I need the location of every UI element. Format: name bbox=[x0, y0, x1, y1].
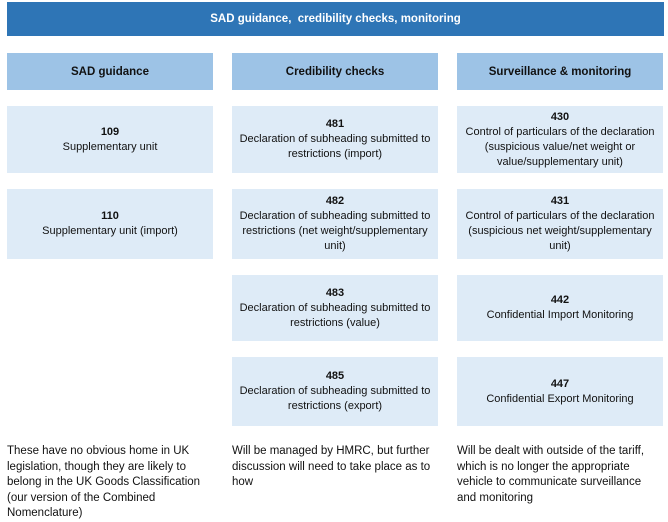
column-header-label: Credibility checks bbox=[285, 65, 385, 78]
note-surveillance-monitoring: Will be dealt with outside of the tariff… bbox=[457, 445, 645, 504]
card-code: 485 bbox=[325, 370, 345, 382]
note-sad-guidance: These have no obvious home in UK legisla… bbox=[7, 445, 201, 519]
card-430: 430 Control of particulars of the declar… bbox=[457, 106, 663, 173]
card-110: 110 Supplementary unit (import) bbox=[7, 189, 213, 259]
card-desc: Control of particulars of the declaratio… bbox=[465, 210, 655, 252]
card-desc: Confidential Export Monitoring bbox=[486, 392, 634, 405]
card-desc: Declaration of subheading submitted to r… bbox=[239, 210, 431, 252]
title-banner: SAD guidance, credibility checks, monito… bbox=[7, 2, 664, 36]
column-header-sad-guidance: SAD guidance bbox=[7, 53, 213, 90]
card-code: 483 bbox=[325, 286, 345, 299]
card-desc: Supplementary unit (import) bbox=[42, 225, 178, 237]
card-481: 481 Declaration of subheading submitted … bbox=[232, 106, 438, 173]
card-code: 447 bbox=[550, 377, 570, 390]
card-desc: Confidential Import Monitoring bbox=[486, 309, 634, 321]
card-code: 430 bbox=[550, 110, 570, 123]
card-code: 109 bbox=[100, 125, 120, 138]
card-447: 447 Confidential Export Monitoring bbox=[457, 357, 663, 426]
three-column-grid: SAD guidance Credibility checks Surveill… bbox=[7, 53, 663, 522]
card-desc: Declaration of subheading submitted to r… bbox=[239, 385, 431, 412]
card-desc: Declaration of subheading submitted to r… bbox=[239, 301, 431, 329]
card-483: 483 Declaration of subheading submitted … bbox=[232, 275, 438, 341]
card-442: 442 Confidential Import Monitoring bbox=[457, 275, 663, 341]
card-431: 431 Control of particulars of the declar… bbox=[457, 189, 663, 259]
card-code: 482 bbox=[325, 195, 345, 207]
card-482: 482 Declaration of subheading submitted … bbox=[232, 189, 438, 259]
card-code: 431 bbox=[550, 195, 570, 207]
column-header-label: SAD guidance bbox=[71, 65, 149, 78]
card-desc: Declaration of subheading submitted to r… bbox=[239, 133, 431, 160]
card-desc: Control of particulars of the declaratio… bbox=[465, 125, 655, 168]
card-485: 485 Declaration of subheading submitted … bbox=[232, 357, 438, 426]
card-desc: Supplementary unit bbox=[62, 140, 158, 153]
column-header-surveillance-monitoring: Surveillance & monitoring bbox=[457, 53, 663, 90]
card-code: 481 bbox=[325, 118, 345, 130]
column-header-label: Surveillance & monitoring bbox=[488, 65, 632, 78]
note-credibility-checks: Will be managed by HMRC, but further dis… bbox=[232, 445, 431, 488]
card-code: 110 bbox=[101, 210, 119, 222]
diagram-title: SAD guidance, credibility checks, monito… bbox=[210, 13, 461, 25]
card-code: 442 bbox=[550, 294, 570, 306]
card-109: 109 Supplementary unit bbox=[7, 106, 213, 173]
column-header-credibility-checks: Credibility checks bbox=[232, 53, 438, 90]
